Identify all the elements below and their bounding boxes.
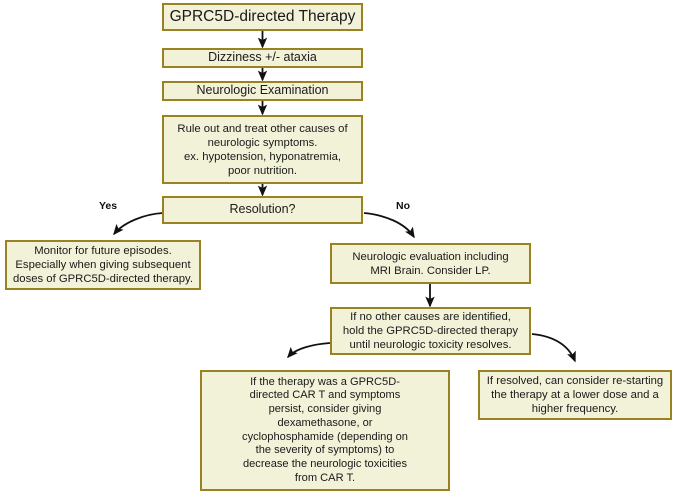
node-hold-gprc5d-therapy[interactable]: If no other causes are identified, hold … bbox=[330, 307, 531, 355]
node-dizziness-ataxia[interactable]: Dizziness +/- ataxia bbox=[162, 48, 363, 68]
node-neurologic-examination[interactable]: Neurologic Examination bbox=[162, 81, 363, 101]
edge-label-no: No bbox=[396, 200, 410, 212]
edge-label-yes: Yes bbox=[99, 200, 118, 212]
node-restart-lower-dose[interactable]: If resolved, can consider re-starting th… bbox=[478, 370, 672, 420]
node-monitor-future-episodes[interactable]: Monitor for future episodes. Especially … bbox=[5, 240, 201, 290]
connector-resolution-no-to-eval bbox=[363, 212, 415, 239]
connector-resolution-yes-to-monitor bbox=[113, 212, 164, 236]
node-neurologic-evaluation-mri[interactable]: Neurologic evaluation including MRI Brai… bbox=[330, 243, 531, 284]
connector-hold-to-restart bbox=[531, 333, 576, 363]
node-car-t-dexamethasone-cyclophosphamide[interactable]: If the therapy was a GPRC5D- directed CA… bbox=[200, 370, 450, 491]
node-gprc5d-directed-therapy[interactable]: GPRC5D-directed Therapy bbox=[162, 3, 363, 31]
node-resolution-question[interactable]: Resolution? bbox=[162, 196, 363, 224]
node-rule-out-other-causes[interactable]: Rule out and treat other causes of neuro… bbox=[162, 115, 363, 184]
connector-hold-to-cart bbox=[287, 342, 331, 359]
